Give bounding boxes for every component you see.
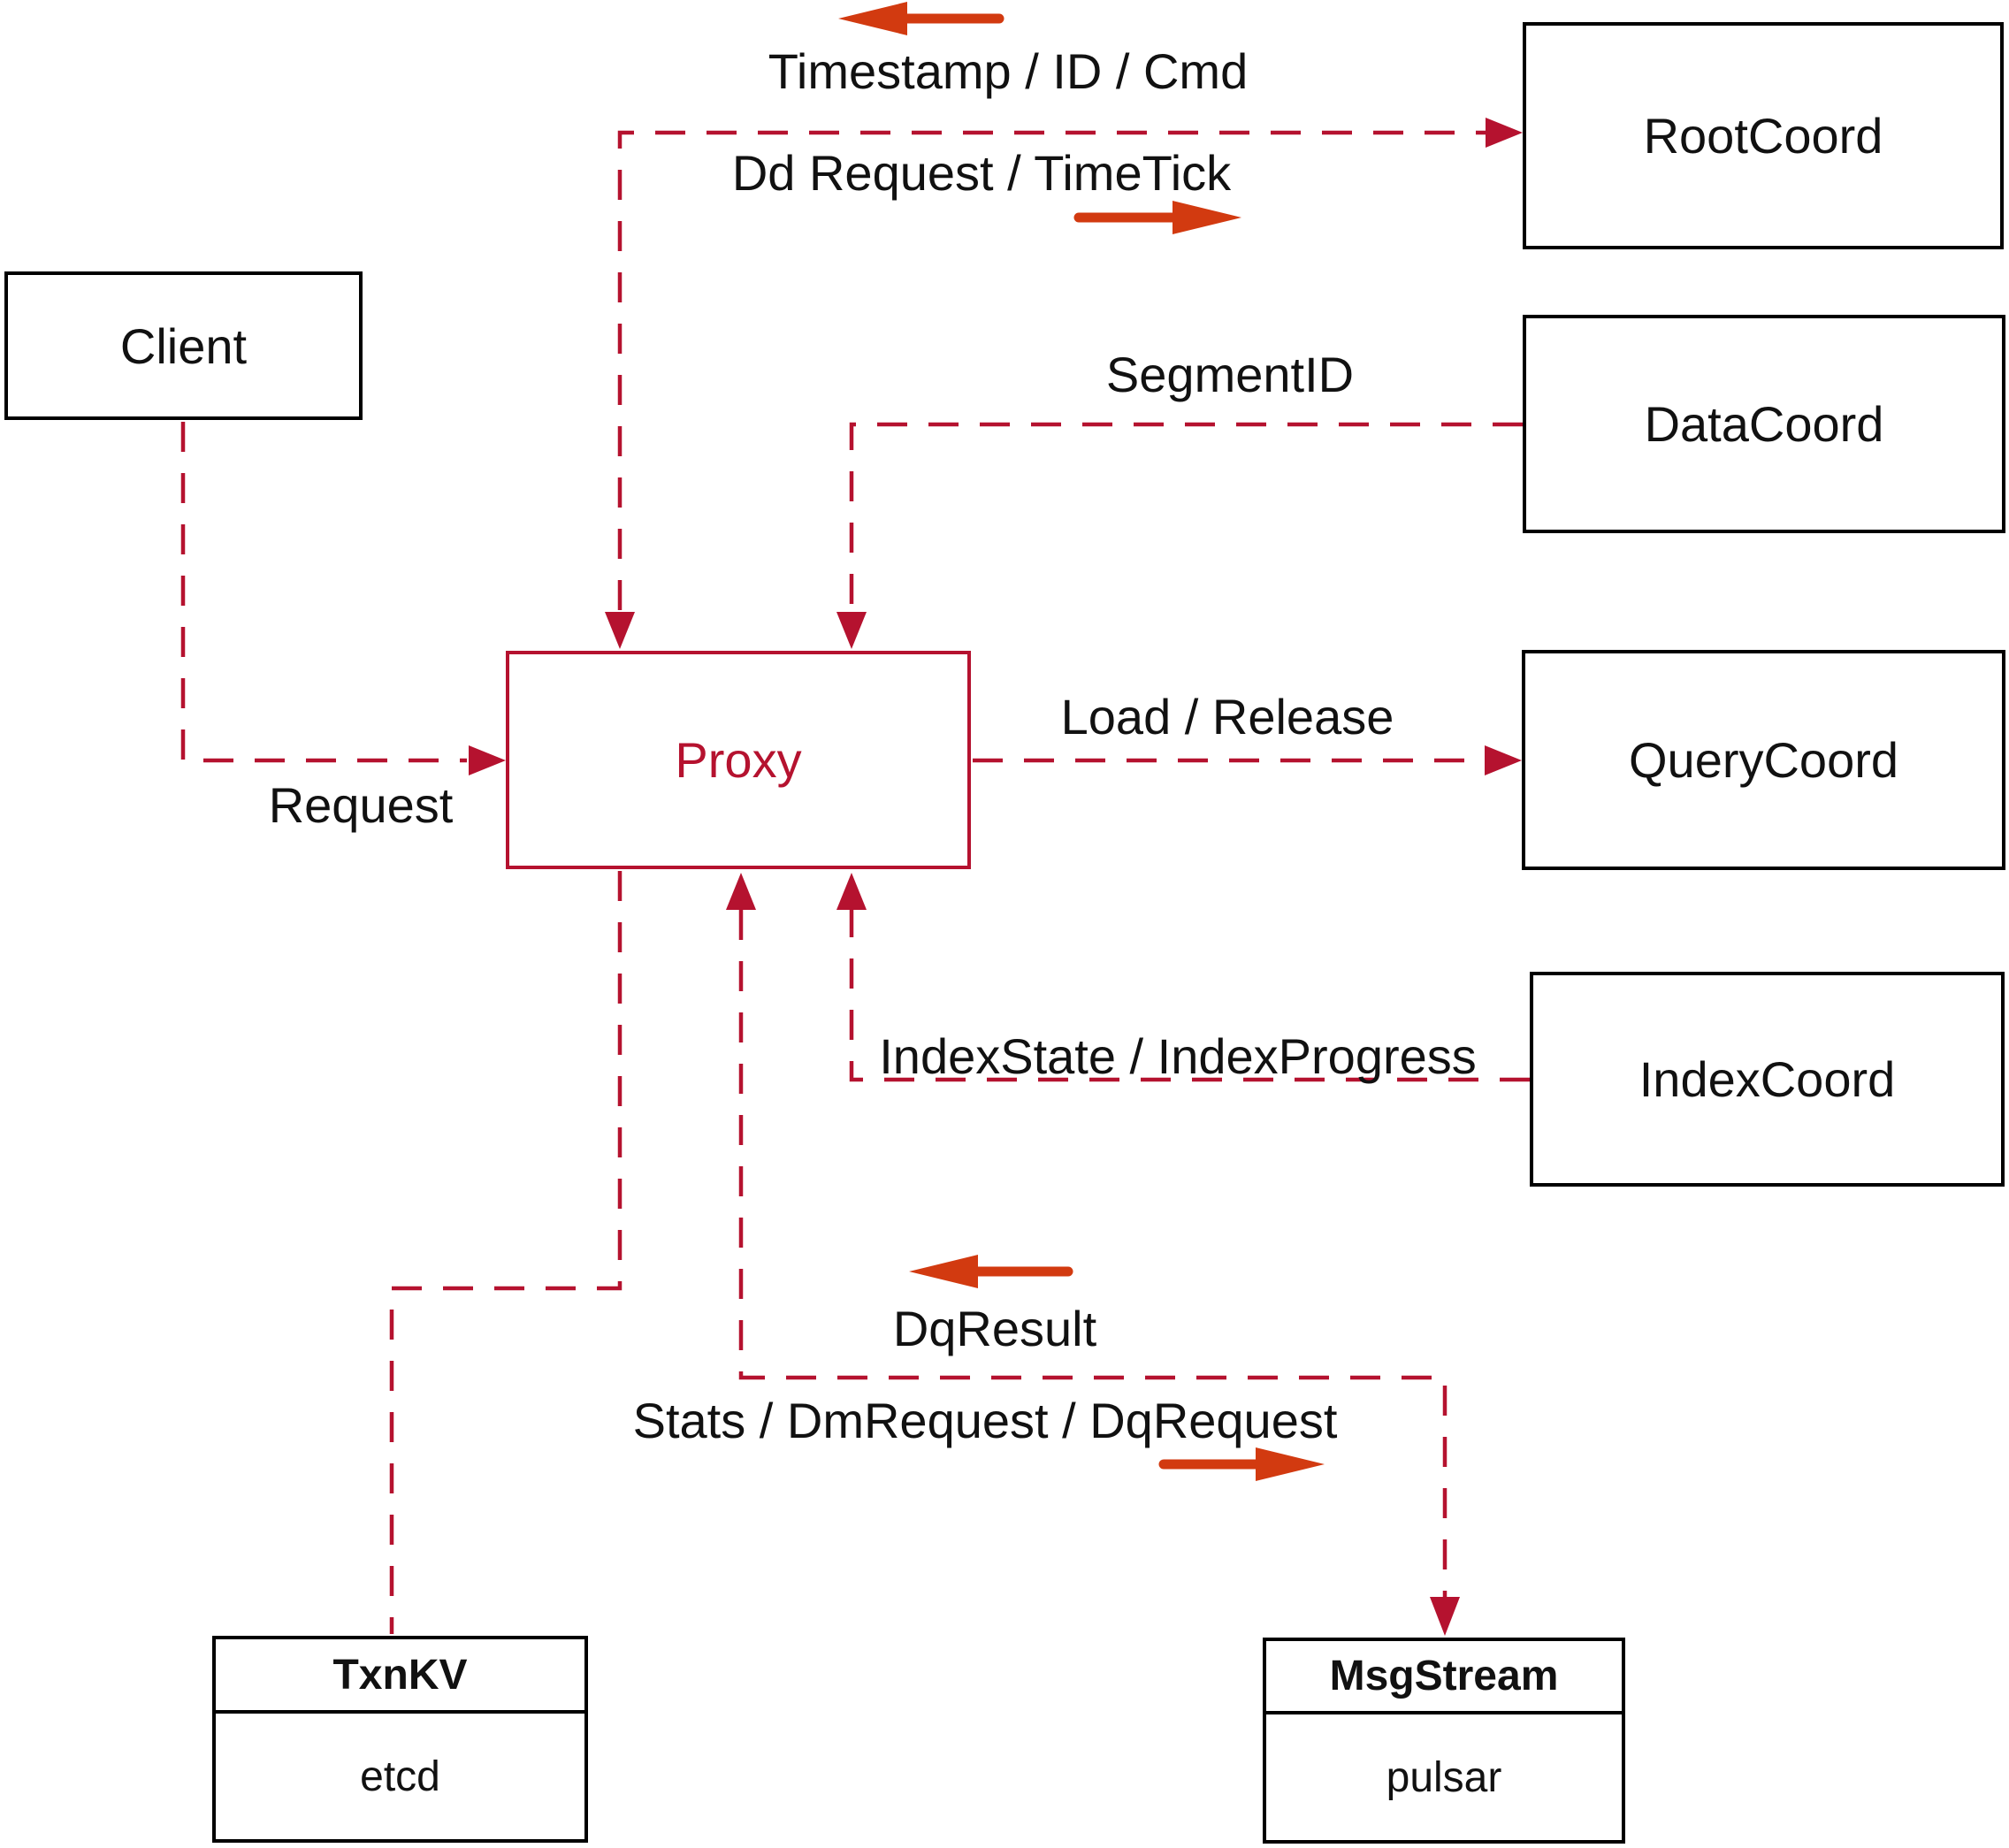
arrowhead-into-msgstream-icon — [1430, 1597, 1460, 1636]
left-arrow-timestamp-icon — [838, 2, 1004, 35]
node-txnkv: TxnKV etcd — [212, 1636, 588, 1843]
node-querycoord: QueryCoord — [1522, 650, 2005, 870]
arrowhead-into-proxy-top-left-icon — [605, 612, 635, 649]
node-msgstream-title: MsgStream — [1266, 1641, 1622, 1714]
edge-label-request: Request — [268, 777, 454, 833]
left-arrow-dqresult-icon — [909, 1255, 1073, 1288]
edge-label-load-release: Load / Release — [1060, 689, 1394, 745]
node-txnkv-subtitle: etcd — [360, 1753, 440, 1800]
arrowhead-into-rootcoord-icon — [1486, 118, 1523, 148]
node-msgstream-subtitle: pulsar — [1386, 1753, 1502, 1801]
right-arrow-stats-icon — [1158, 1447, 1325, 1481]
arrowhead-into-proxy-bottom-left-icon — [726, 873, 756, 910]
edge-proxy-rootcoord — [617, 130, 1486, 610]
edge-proxy-msgstream — [738, 910, 1448, 1597]
arrowhead-into-querycoord-icon — [1485, 745, 1522, 775]
node-querycoord-label: QueryCoord — [1628, 732, 1899, 788]
arrowhead-into-proxy-top-right-icon — [836, 612, 867, 649]
node-datacoord-label: DataCoord — [1644, 396, 1884, 452]
node-client: Client — [4, 271, 363, 420]
edge-datacoord-proxy — [849, 422, 1523, 610]
node-proxy-label: Proxy — [675, 732, 802, 788]
edge-label-indexstate-indexprogress: IndexState / IndexProgress — [879, 1028, 1477, 1084]
edge-indexcoord-proxy — [849, 910, 1530, 1082]
edge-label-segmentid: SegmentID — [1105, 347, 1355, 402]
edge-label-dqresult: DqResult — [892, 1301, 1097, 1356]
node-indexcoord: IndexCoord — [1530, 972, 2005, 1187]
node-client-label: Client — [119, 317, 248, 374]
node-datacoord: DataCoord — [1523, 315, 2005, 533]
node-txnkv-title: TxnKV — [216, 1639, 584, 1714]
edge-label-timestamp-id-cmd: Timestamp / ID / Cmd — [768, 43, 1249, 99]
edge-client-proxy — [180, 422, 467, 763]
arrowhead-into-proxy-left-icon — [469, 745, 506, 775]
node-proxy: Proxy — [506, 651, 971, 869]
arrowhead-into-proxy-bottom-right-icon — [836, 873, 867, 910]
right-arrow-dd-request-icon — [1073, 201, 1241, 234]
node-msgstream: MsgStream pulsar — [1263, 1638, 1625, 1844]
node-indexcoord-label: IndexCoord — [1639, 1051, 1896, 1107]
node-rootcoord: RootCoord — [1523, 22, 2004, 249]
edge-label-dd-request-timetick: Dd Request / TimeTick — [731, 145, 1232, 201]
edge-proxy-txnkv — [389, 871, 623, 1634]
edge-label-stats-dmrequest-dqrequest: Stats / DmRequest / DqRequest — [632, 1393, 1338, 1448]
node-rootcoord-label: RootCoord — [1643, 108, 1883, 164]
